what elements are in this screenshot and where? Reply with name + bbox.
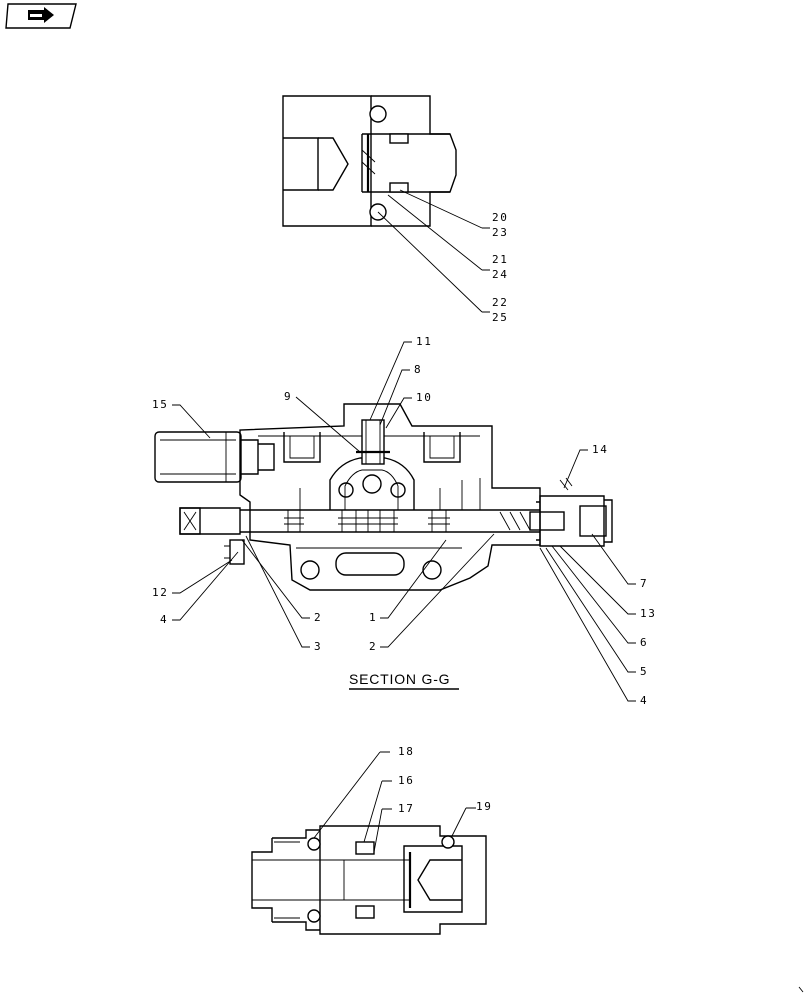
valve-section-drawing [154, 403, 613, 591]
callout-10: 10 [416, 391, 432, 404]
callout-3: 3 [314, 640, 322, 653]
callout-20: 20 [492, 211, 508, 224]
callout-23: 23 [492, 226, 508, 239]
callout-15: 15 [152, 398, 168, 411]
callout-6: 6 [640, 636, 648, 649]
callout-17: 17 [398, 802, 414, 815]
callout-5: 5 [640, 665, 648, 678]
callout-13: 13 [640, 607, 656, 620]
section-leaders [172, 341, 636, 702]
callout-21: 21 [492, 253, 508, 266]
bottom-fitting-detail [251, 751, 487, 935]
callout-16: 16 [398, 774, 414, 787]
callout-8: 8 [414, 363, 422, 376]
callout-11: 11 [416, 335, 432, 348]
forward-arrow-icon [28, 7, 54, 23]
callout-25: 25 [492, 311, 508, 324]
callout-9: 9 [284, 390, 292, 403]
callout-1: 1 [369, 611, 377, 624]
callout-4-right: 4 [640, 694, 648, 707]
callout-4-left: 4 [160, 613, 168, 626]
top-fitting-detail [282, 95, 490, 313]
callout-14: 14 [592, 443, 608, 456]
callout-2-left: 2 [314, 611, 322, 624]
callout-19: 19 [476, 800, 492, 813]
callout-18: 18 [398, 745, 414, 758]
callout-24: 24 [492, 268, 508, 281]
corner-mark [798, 986, 804, 993]
nav-button[interactable] [5, 3, 77, 29]
callout-2-right: 2 [369, 640, 377, 653]
callout-7: 7 [640, 577, 648, 590]
section-title: SECTION G-G [349, 671, 450, 687]
callout-12: 12 [152, 586, 168, 599]
callout-22: 22 [492, 296, 508, 309]
